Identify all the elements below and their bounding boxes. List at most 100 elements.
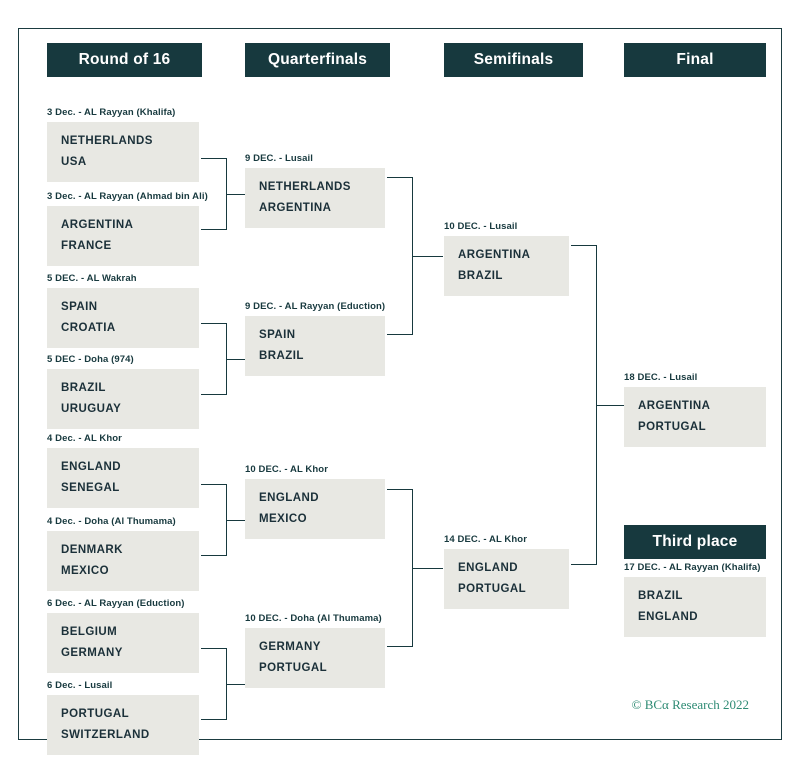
team-name: ARGENTINA bbox=[61, 219, 134, 231]
match-teams: BELGIUM GERMANY bbox=[47, 613, 199, 673]
match-final[interactable]: 18 DEC. - Lusail ARGENTINA PORTUGAL bbox=[624, 372, 766, 447]
match-date: 10 DEC. - Doha (Al Thumama) bbox=[245, 613, 382, 624]
team-name: PORTUGAL bbox=[259, 662, 328, 674]
round-header-label: Quarterfinals bbox=[267, 51, 368, 68]
team-name: FRANCE bbox=[61, 240, 112, 252]
round-header-label: Round of 16 bbox=[78, 51, 171, 68]
match-teams: SPAIN BRAZIL bbox=[245, 316, 385, 376]
match-date: 6 Dec. - Lusail bbox=[47, 680, 113, 691]
match-r16-8[interactable]: 6 Dec. - Lusail PORTUGAL SWITZERLAND bbox=[47, 680, 199, 755]
round-header-final: Final bbox=[624, 43, 766, 77]
connector-stub-sf-1 bbox=[413, 256, 443, 257]
team-name: ENGLAND bbox=[259, 492, 320, 504]
match-date: 9 DEC. - Lusail bbox=[245, 153, 314, 164]
match-date: 9 DEC. - AL Rayyan (Eduction) bbox=[245, 301, 386, 312]
match-teams: PORTUGAL SWITZERLAND bbox=[47, 695, 199, 755]
team-name: PORTUGAL bbox=[61, 708, 130, 720]
match-r16-1[interactable]: 3 Dec. - AL Rayyan (Khalifa) NETHERLANDS… bbox=[47, 107, 199, 182]
match-teams: DENMARK MEXICO bbox=[47, 531, 199, 591]
match-sf-2[interactable]: 14 DEC. - AL Khor ENGLAND PORTUGAL bbox=[444, 534, 569, 609]
team-name: URUGUAY bbox=[61, 403, 122, 415]
match-third-place[interactable]: 17 DEC. - AL Rayyan (Khalifa) BRAZIL ENG… bbox=[624, 562, 766, 637]
connector-stub-qf-1 bbox=[227, 194, 245, 195]
team-name: ENGLAND bbox=[61, 461, 122, 473]
connector-stub-qf-4 bbox=[227, 684, 245, 685]
match-sf-1[interactable]: 10 DEC. - Lusail ARGENTINA BRAZIL bbox=[444, 221, 569, 296]
connector-stub-qf-3 bbox=[227, 520, 245, 521]
connector-r16-to-qf-4 bbox=[201, 648, 227, 720]
match-teams: ARGENTINA PORTUGAL bbox=[624, 387, 766, 447]
match-date: 10 DEC. - AL Khor bbox=[245, 464, 328, 475]
connector-r16-to-qf-1 bbox=[201, 158, 227, 230]
team-name: NETHERLANDS bbox=[259, 181, 351, 193]
round-header-round-of-16: Round of 16 bbox=[47, 43, 202, 77]
connector-qf-to-sf-1 bbox=[387, 177, 413, 335]
match-r16-3[interactable]: 5 DEC. - AL Wakrah SPAIN CROATIA bbox=[47, 273, 199, 348]
team-name: GERMANY bbox=[259, 641, 321, 653]
connector-stub-sf-2 bbox=[413, 568, 443, 569]
team-name: BRAZIL bbox=[61, 382, 106, 394]
connector-r16-to-qf-2 bbox=[201, 323, 227, 395]
team-name: BRAZIL bbox=[259, 350, 304, 362]
team-name: SENEGAL bbox=[61, 482, 120, 494]
team-name: SWITZERLAND bbox=[61, 729, 150, 741]
connector-sf-to-final bbox=[571, 245, 597, 565]
connector-r16-to-qf-3 bbox=[201, 484, 227, 556]
round-header-label: Final bbox=[676, 51, 714, 68]
match-r16-5[interactable]: 4 Dec. - AL Khor ENGLAND SENEGAL bbox=[47, 433, 199, 508]
match-r16-4[interactable]: 5 DEC - Doha (974) BRAZIL URUGUAY bbox=[47, 354, 199, 429]
match-qf-4[interactable]: 10 DEC. - Doha (Al Thumama) GERMANY PORT… bbox=[245, 613, 385, 688]
match-r16-2[interactable]: 3 Dec. - AL Rayyan (Ahmad bin Ali) ARGEN… bbox=[47, 191, 208, 266]
match-teams: ENGLAND PORTUGAL bbox=[444, 549, 569, 609]
match-qf-1[interactable]: 9 DEC. - Lusail NETHERLANDS ARGENTINA bbox=[245, 153, 385, 228]
match-teams: ARGENTINA BRAZIL bbox=[444, 236, 569, 296]
match-qf-2[interactable]: 9 DEC. - AL Rayyan (Eduction) SPAIN BRAZ… bbox=[245, 301, 385, 376]
team-name: BRAZIL bbox=[458, 270, 503, 282]
team-name: NETHERLANDS bbox=[61, 135, 153, 147]
round-header-semifinals: Semifinals bbox=[444, 43, 583, 77]
team-name: PORTUGAL bbox=[458, 583, 527, 595]
match-teams: NETHERLANDS USA bbox=[47, 122, 199, 182]
match-qf-3[interactable]: 10 DEC. - AL Khor ENGLAND MEXICO bbox=[245, 464, 385, 539]
match-r16-7[interactable]: 6 Dec. - AL Rayyan (Eduction) BELGIUM GE… bbox=[47, 598, 199, 673]
match-date: 17 DEC. - AL Rayyan (Khalifa) bbox=[624, 562, 761, 573]
bracket-frame: Round of 16 Quarterfinals Semifinals Fin… bbox=[18, 28, 782, 755]
team-name: SPAIN bbox=[259, 329, 296, 341]
team-name: ARGENTINA bbox=[259, 202, 332, 214]
team-name: MEXICO bbox=[259, 513, 308, 525]
team-name: PORTUGAL bbox=[638, 421, 707, 433]
round-header-label: Semifinals bbox=[473, 51, 554, 68]
round-header-quarterfinals: Quarterfinals bbox=[245, 43, 390, 77]
match-date: 14 DEC. - AL Khor bbox=[444, 534, 527, 545]
team-name: ARGENTINA bbox=[638, 400, 711, 412]
connector-stub-qf-2 bbox=[227, 359, 245, 360]
match-teams: NETHERLANDS ARGENTINA bbox=[245, 168, 385, 228]
round-header-label: Third place bbox=[652, 533, 738, 550]
team-name: USA bbox=[61, 156, 87, 168]
match-teams: ENGLAND MEXICO bbox=[245, 479, 385, 539]
connector-stub-final bbox=[597, 405, 624, 406]
match-date: 5 DEC. - AL Wakrah bbox=[47, 273, 137, 284]
team-name: SPAIN bbox=[61, 301, 98, 313]
match-date: 10 DEC. - Lusail bbox=[444, 221, 518, 232]
round-header-third-place: Third place bbox=[624, 525, 766, 559]
match-date: 4 Dec. - Doha (Al Thumama) bbox=[47, 516, 176, 527]
match-teams: BRAZIL URUGUAY bbox=[47, 369, 199, 429]
match-teams: ENGLAND SENEGAL bbox=[47, 448, 199, 508]
team-name: BRAZIL bbox=[638, 590, 683, 602]
match-r16-6[interactable]: 4 Dec. - Doha (Al Thumama) DENMARK MEXIC… bbox=[47, 516, 199, 591]
match-date: 3 Dec. - AL Rayyan (Ahmad bin Ali) bbox=[47, 191, 208, 202]
match-date: 18 DEC. - Lusail bbox=[624, 372, 698, 383]
team-name: MEXICO bbox=[61, 565, 110, 577]
match-date: 4 Dec. - AL Khor bbox=[47, 433, 122, 444]
team-name: ARGENTINA bbox=[458, 249, 531, 261]
team-name: DENMARK bbox=[61, 544, 123, 556]
team-name: GERMANY bbox=[61, 647, 123, 659]
copyright-credit: © BCα Research 2022 bbox=[631, 697, 749, 712]
match-date: 5 DEC - Doha (974) bbox=[47, 354, 134, 365]
match-teams: GERMANY PORTUGAL bbox=[245, 628, 385, 688]
team-name: ENGLAND bbox=[458, 562, 519, 574]
team-name: CROATIA bbox=[61, 322, 116, 334]
match-date: 3 Dec. - AL Rayyan (Khalifa) bbox=[47, 107, 176, 118]
match-teams: BRAZIL ENGLAND bbox=[624, 577, 766, 637]
